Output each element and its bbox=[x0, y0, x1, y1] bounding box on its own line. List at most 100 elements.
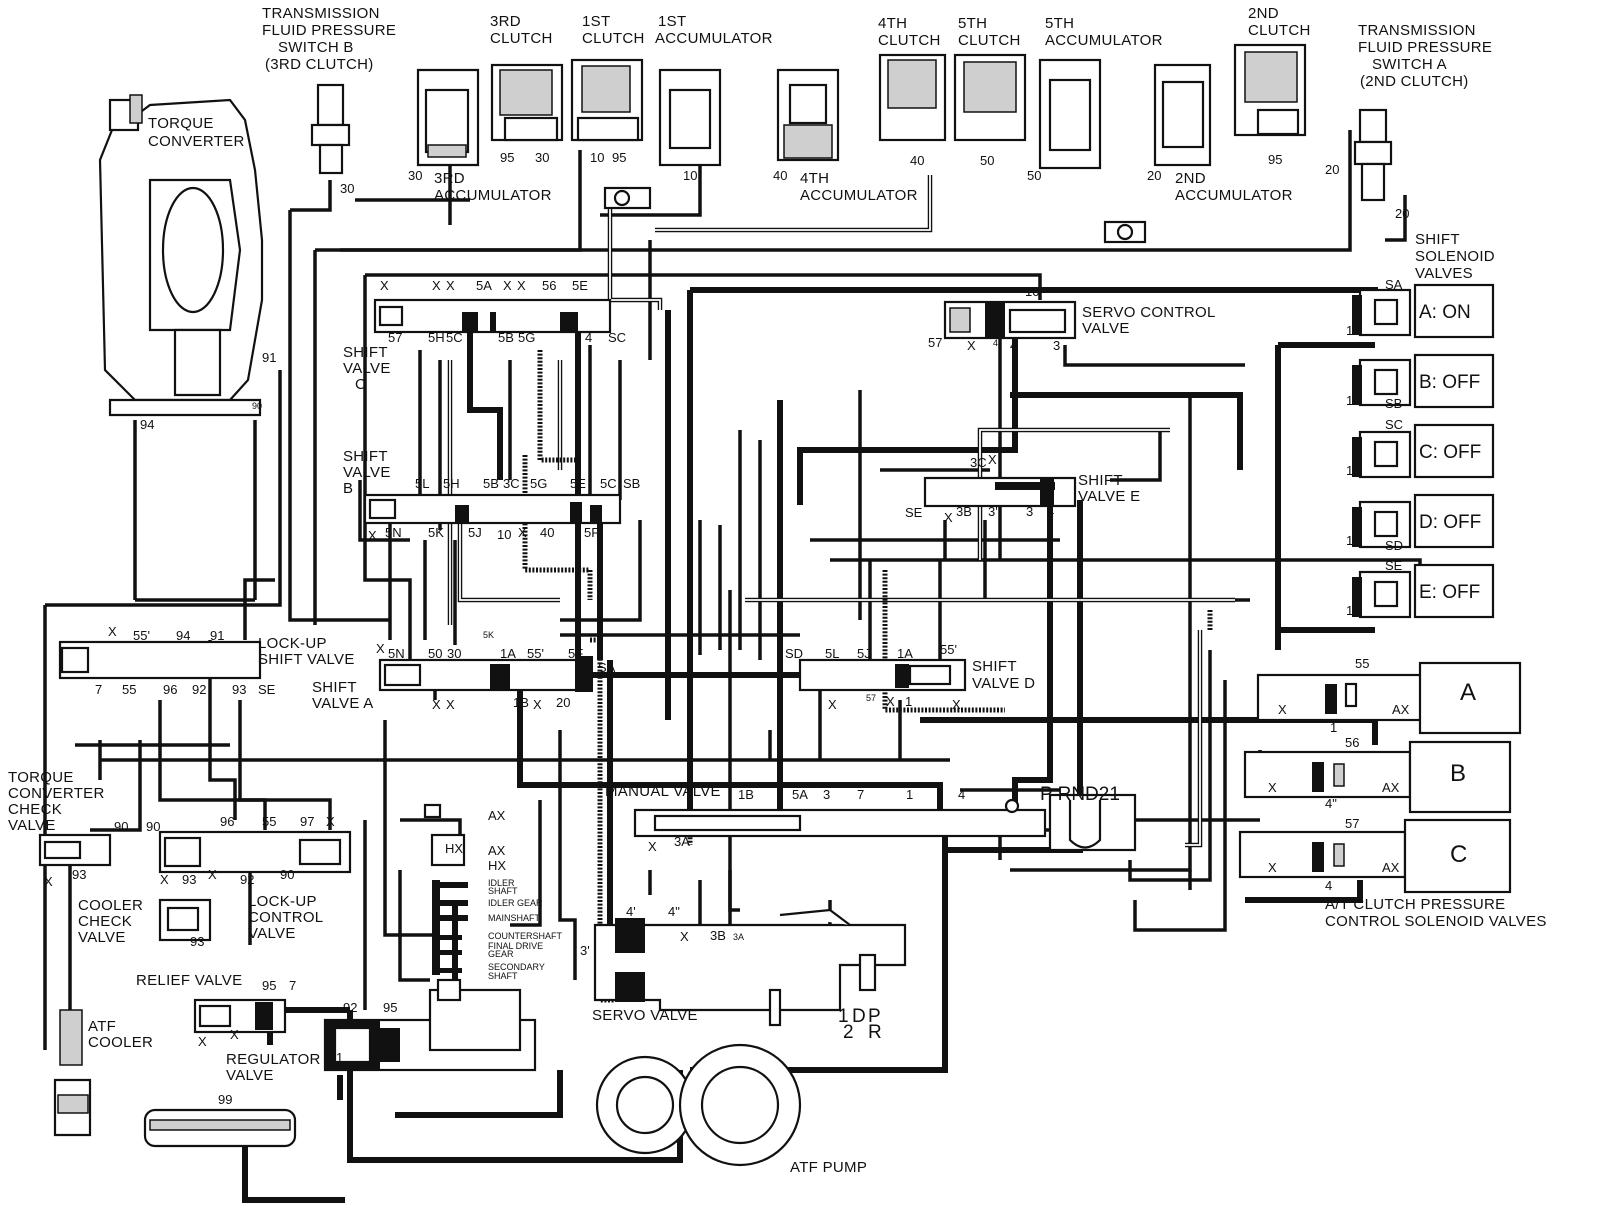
port-label: 3C bbox=[503, 476, 520, 491]
lockup-control-label-2: CONTROL bbox=[248, 909, 323, 926]
port-label: 3' bbox=[988, 504, 998, 519]
shift-valve-a-label-2: VALVE A bbox=[312, 695, 374, 712]
port-labels-misc: 91 90 94 95 7 X X 92 95 1 1 99 AX HX AX … bbox=[140, 323, 1410, 1107]
port-labels-lockup-shift: X 55' 94 91 7 55 96 92 93 SE bbox=[95, 624, 276, 697]
lockup-shift-valve bbox=[58, 640, 262, 680]
lube-label-7: GEAR bbox=[488, 949, 514, 959]
port-label: 5E bbox=[570, 476, 586, 491]
clutch-3rd bbox=[490, 63, 564, 142]
port-label: X bbox=[230, 1027, 239, 1042]
tc-check-label-3: CHECK bbox=[8, 801, 62, 818]
port-label: 50 bbox=[428, 646, 442, 661]
clutch-5th-label-1: 5TH bbox=[958, 15, 987, 32]
port-label: 55' bbox=[527, 646, 544, 661]
shift-valve-c-label-3: C bbox=[355, 376, 366, 393]
shift-solenoid-d-body bbox=[1352, 500, 1412, 549]
port-labels-servo-control: 10 57 X 4' 4 3 bbox=[928, 284, 1060, 353]
solenoid-id-sc: SC bbox=[1385, 417, 1403, 432]
port-label: AX bbox=[1392, 702, 1410, 717]
solenoid-state-e: E: OFF bbox=[1419, 582, 1480, 603]
port-label: SD bbox=[785, 646, 803, 661]
port-label: 5A bbox=[476, 278, 492, 293]
shift-valve-a-label-1: SHIFT bbox=[312, 679, 357, 696]
switch-a-label-1: TRANSMISSION bbox=[1358, 22, 1476, 39]
port-label: X bbox=[1268, 860, 1277, 875]
port-label: 1 bbox=[1346, 603, 1353, 618]
port-label: 57 bbox=[866, 693, 876, 703]
shift-solenoid-e-body bbox=[1352, 570, 1412, 619]
port-label: 50 bbox=[1027, 168, 1041, 183]
port-label: 5C bbox=[600, 476, 617, 491]
pressure-switch-a bbox=[1353, 108, 1393, 202]
port-label: X bbox=[944, 510, 953, 525]
clutch-solenoid-c-body bbox=[1238, 818, 1512, 894]
lockup-control-valve bbox=[158, 830, 352, 874]
check-valve-2nd bbox=[1103, 220, 1147, 244]
clutch-solenoid-a-body bbox=[1256, 661, 1522, 735]
port-labels-shift-valve-c: X X X 5A X X 56 5E 57 5H 5C 5B 5G 4 SC bbox=[380, 278, 626, 345]
port-label: 5J bbox=[857, 646, 871, 661]
accumulator-5th bbox=[1038, 58, 1102, 170]
port-label: AX bbox=[1382, 860, 1400, 875]
port-label: 5K bbox=[483, 630, 494, 640]
manual-valve-label: MANUAL VALVE bbox=[605, 783, 721, 800]
port-label: 3A bbox=[733, 932, 744, 942]
port-labels-manual-valve: 1B 5A 3 7 1 4 X 3A bbox=[648, 787, 965, 854]
clutch-4th-label-2: CLUTCH bbox=[878, 32, 941, 49]
port-label: 4 bbox=[1010, 338, 1017, 353]
port-label: 55' bbox=[133, 628, 150, 643]
port-label: 1A bbox=[500, 646, 516, 661]
port-label: 4 bbox=[958, 787, 965, 802]
port-label: X bbox=[368, 528, 377, 543]
relief-valve-label: RELIEF VALVE bbox=[136, 972, 242, 989]
port-label: X bbox=[160, 872, 169, 887]
switch-b-label-2: FLUID PRESSURE bbox=[262, 22, 396, 39]
port-label: 1A bbox=[897, 646, 913, 661]
port-label: 56 bbox=[542, 278, 556, 293]
switch-a-label-2: FLUID PRESSURE bbox=[1358, 39, 1492, 56]
port-label: X bbox=[326, 814, 335, 829]
clutch-solenoid-b-port: 56 bbox=[1345, 735, 1359, 750]
lube-label-9: SHAFT bbox=[488, 971, 518, 981]
shift-solenoid-b-body bbox=[1352, 358, 1412, 407]
port-label: HX bbox=[488, 858, 506, 873]
shift-valve-d bbox=[798, 658, 967, 692]
port-label: 5E bbox=[572, 278, 588, 293]
clutch-pressure-label-2: CONTROL SOLENOID VALVES bbox=[1325, 913, 1547, 930]
atf-cooler bbox=[59, 1009, 83, 1066]
shift-valve-c-label-1: SHIFT bbox=[343, 344, 388, 361]
port-labels-shift-valve-b: 5L 5H 5B 3C 5G 5E 5C SB X 5N 5K 5J 10 X … bbox=[368, 476, 640, 543]
clutch-3rd-label-2: CLUTCH bbox=[490, 30, 553, 47]
clutch-1st bbox=[570, 58, 644, 142]
accumulator-3rd bbox=[416, 68, 480, 167]
port-label: X bbox=[1268, 780, 1277, 795]
port-label: X bbox=[680, 929, 689, 944]
port-labels-shift-valve-d: SD 5L 5J 1A 55' X 57 X 1 X bbox=[785, 642, 961, 712]
prnd21-label: P RND21 bbox=[1040, 784, 1120, 805]
servo-pos-r: R bbox=[868, 1022, 882, 1043]
lube-label-8: SECONDARY bbox=[488, 962, 545, 972]
port-label: 4' bbox=[626, 904, 636, 919]
port-label: 5H bbox=[443, 476, 460, 491]
clutch-3rd-label-1: 3RD bbox=[490, 13, 521, 30]
tc-check-valve bbox=[38, 833, 112, 867]
clutch-solenoid-c-out: 4 bbox=[1325, 878, 1332, 893]
manual-valve bbox=[633, 793, 1137, 852]
relief-valve bbox=[193, 998, 287, 1034]
port-label: 1B bbox=[738, 787, 754, 802]
port-label: 20 bbox=[1325, 162, 1339, 177]
port-label: 20 bbox=[556, 695, 570, 710]
acc-1st-label-1: 1ST bbox=[658, 13, 686, 30]
torque-converter-label-2: CONVERTER bbox=[148, 133, 245, 150]
port-label: 99 bbox=[218, 1092, 232, 1107]
port-label: X bbox=[380, 278, 389, 293]
port-label: 3C bbox=[970, 455, 987, 470]
port-label: X bbox=[648, 839, 657, 854]
port-label: 40 bbox=[540, 525, 554, 540]
shift-valve-e-label-1: SHIFT bbox=[1078, 472, 1123, 489]
solenoid-id-sd: SD bbox=[1385, 538, 1403, 553]
port-label: 92 bbox=[192, 682, 206, 697]
clutch-1st-label-2: CLUTCH bbox=[582, 30, 645, 47]
servo-valve-label: SERVO VALVE bbox=[592, 1007, 698, 1024]
clutch-4th bbox=[878, 53, 947, 142]
